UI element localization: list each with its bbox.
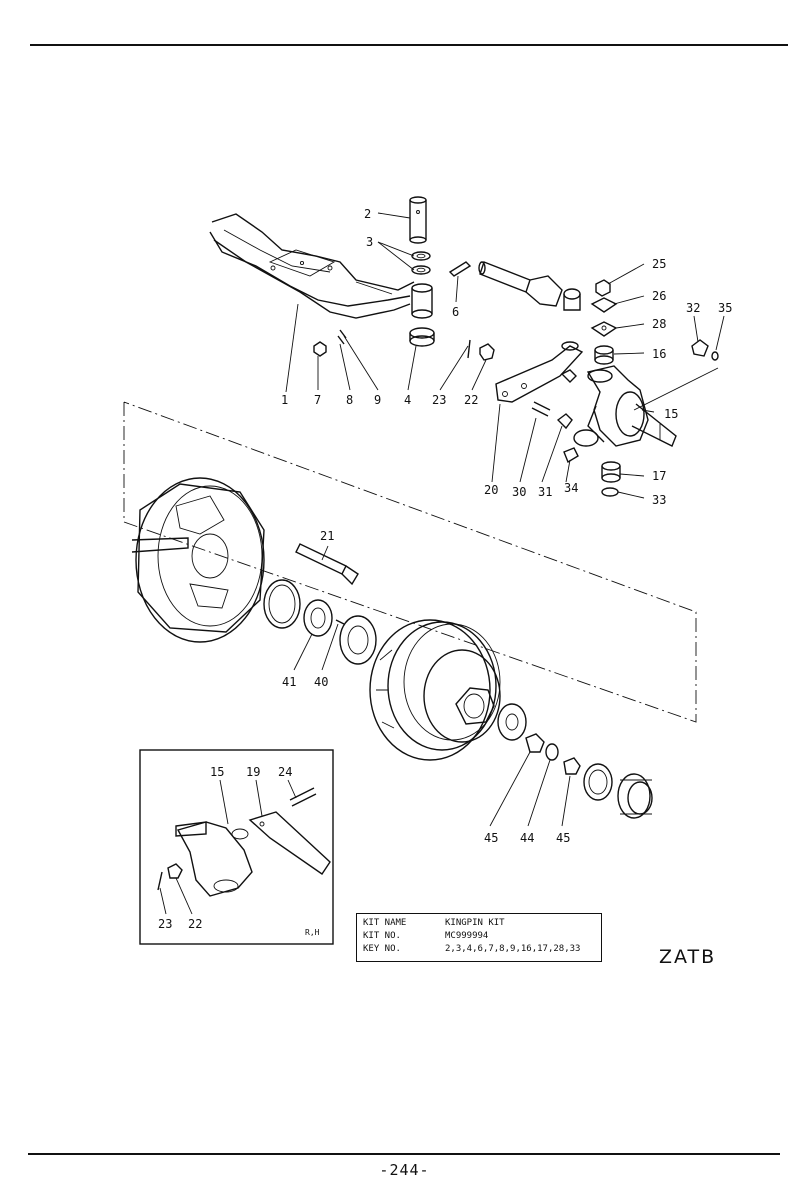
kit-no-value: MC999994 [445, 931, 489, 941]
thrust-washers [411, 251, 431, 275]
tie-rod-end [478, 261, 581, 311]
nut-and-washer [313, 329, 347, 357]
callout-41: 41 [282, 675, 296, 689]
kit-parts-key: KEY NO. [363, 944, 401, 954]
callout-6: 6 [452, 305, 459, 319]
bottom-rule [28, 1153, 780, 1155]
brake-backing-plate [131, 477, 265, 643]
knuckle-caps [590, 279, 618, 365]
kit-parts-row: KEY NO. 2,3,4,6,7,8,9,16,17,28,33 [363, 943, 595, 956]
top-rule [30, 44, 788, 46]
callout-25: 25 [652, 257, 666, 271]
stud-bolt [295, 543, 359, 586]
callout-16: 16 [652, 347, 666, 361]
inset-panel [139, 749, 334, 945]
steering-knuckle [573, 365, 677, 447]
knuckle-nut-and-pin [467, 339, 577, 383]
callout-45-left: 45 [484, 831, 498, 845]
callout-30: 30 [512, 485, 526, 499]
lower-bushing-and-cap [601, 461, 621, 497]
page-number: -244- [379, 1161, 430, 1179]
knuckle-arm [495, 341, 584, 403]
callout-17: 17 [652, 469, 666, 483]
callout-2: 2 [364, 207, 371, 221]
diagram-code: ZATB [659, 946, 717, 968]
bearing-cup [335, 615, 377, 665]
thrust-bearing [409, 327, 435, 347]
inset-callout-22: 22 [188, 917, 202, 931]
callout-32: 32 [686, 301, 700, 315]
inset-callout-15: 15 [210, 765, 224, 779]
callout-33: 33 [652, 493, 666, 507]
kit-name-row: KIT NAME KINGPIN KIT [363, 917, 595, 930]
brake-drum [369, 619, 501, 761]
hub-cap [617, 773, 653, 819]
callout-31: 31 [538, 485, 552, 499]
king-pin-boss [411, 283, 433, 319]
inset-callout-24: 24 [278, 765, 292, 779]
callout-9: 9 [374, 393, 381, 407]
front-axle-beam [209, 213, 415, 319]
callout-44: 44 [520, 831, 534, 845]
outer-bearing-and-nuts [497, 703, 613, 801]
callout-34: 34 [564, 481, 578, 495]
stopper-bolts [531, 339, 719, 464]
leader-lines [159, 212, 725, 915]
inset-callout-23: 23 [158, 917, 172, 931]
callout-3: 3 [366, 235, 373, 249]
callout-labels: 2 3 1 7 8 9 4 6 23 22 20 30 31 34 25 26 … [158, 207, 732, 931]
callout-1: 1 [281, 393, 288, 407]
assembly-boundary [123, 401, 697, 723]
kit-name-value: KINGPIN KIT [445, 918, 505, 928]
king-pin [409, 196, 427, 244]
callout-28: 28 [652, 317, 666, 331]
callout-26: 26 [652, 289, 666, 303]
callout-35: 35 [718, 301, 732, 315]
kit-no-key: KIT NO. [363, 931, 401, 941]
callout-7: 7 [314, 393, 321, 407]
callout-15: 15 [664, 407, 678, 421]
inset-side-label: R,H [305, 928, 320, 937]
callout-4: 4 [404, 393, 411, 407]
kit-no-row: KIT NO. MC999994 [363, 930, 595, 943]
callout-45-right: 45 [556, 831, 570, 845]
kit-parts-value: 2,3,4,6,7,8,9,16,17,28,33 [445, 944, 581, 954]
kit-name-key: KIT NAME [363, 918, 407, 928]
oil-seal [263, 579, 301, 629]
callout-20: 20 [484, 483, 498, 497]
kit-info-box: KIT NAME KINGPIN KIT KIT NO. MC999994 KE… [356, 913, 602, 962]
callout-22: 22 [464, 393, 478, 407]
callout-23: 23 [432, 393, 446, 407]
inset-callout-19: 19 [246, 765, 260, 779]
callout-21: 21 [320, 529, 334, 543]
callout-40: 40 [314, 675, 328, 689]
callout-8: 8 [346, 393, 353, 407]
inner-bearing [303, 599, 333, 637]
lock-pin [448, 261, 472, 277]
